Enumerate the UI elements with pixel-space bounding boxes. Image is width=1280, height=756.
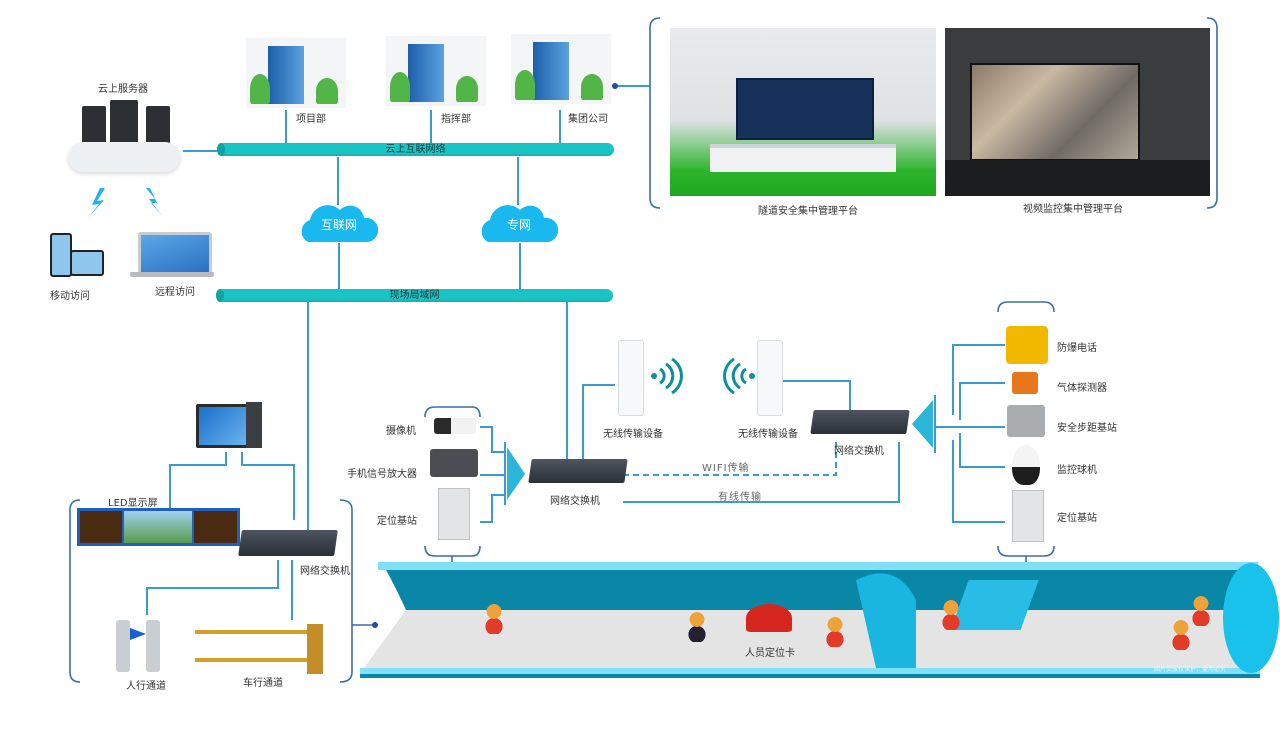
amplifier-label: 手机信号放大器 [347,469,417,480]
wireless-bridge-icon [618,340,644,416]
switch-label: 网络交换机 [300,566,350,577]
remote-access-label: 远程访问 [155,287,195,298]
pedestrian-gate-label: 人行通道 [126,681,166,692]
internet-cloud: 互联网 [294,202,384,246]
worker-icon [1192,596,1210,626]
cloud-servers-label: 云上服务器 [98,84,148,95]
worker-icon [485,604,503,634]
laptop-base [130,272,214,277]
device-label: 定位基站 [1057,513,1097,524]
merge-arrow-center [507,447,525,500]
wireless-device-label: 无线传输设备 [738,429,798,440]
site-lan-label: 现场局域网 [389,290,440,301]
device-label: 气体探测器 [1057,383,1107,394]
pedestrian-gate-icon [112,620,164,674]
mobile-access-label: 移动访问 [50,291,90,302]
positioning-station-label: 定位基站 [377,516,417,527]
office-building-icon [246,38,346,108]
safety-distance-station-icon [1007,405,1045,437]
tunnel-safety-platform-photo [670,28,936,196]
pc-tower-icon [246,402,262,448]
wifi-link-label: WIFI传输 [702,463,750,474]
device-label: 监控球机 [1057,465,1097,476]
helmet-positioning-card-icon [746,604,792,632]
camera-label: 摄像机 [386,426,416,437]
platform-label: 视频监控集中管理平台 [1023,204,1123,215]
device-label: 安全步距基站 [1057,423,1117,434]
watermark: 图片受版权保护，盗用必究 [1154,666,1227,673]
network-switch-icon [810,410,910,434]
office-building-icon [386,36,486,106]
explosion-proof-phone-icon [1006,326,1048,364]
personnel-card-label: 人员定位卡 [745,648,795,659]
led-screen-label: LED显示屏 [108,498,158,509]
office-building-icon [511,34,611,104]
private-net-cloud: 专网 [474,202,564,246]
device-label: 防爆电话 [1057,343,1097,354]
signal-amplifier-icon [430,449,478,477]
worker-icon [826,617,844,647]
network-switch-icon [528,459,628,483]
site-lan-pipe: 现场局域网 [216,289,613,302]
wireless-bridge-icon [757,340,783,416]
network-switch-icon [238,530,338,556]
worker-icon [942,600,960,630]
switch-label: 网络交换机 [834,446,884,457]
camera-icon [434,418,476,434]
led-screen-icon [77,508,240,546]
vehicle-gate-label: 车行通道 [243,678,283,689]
worker-icon [688,612,706,642]
tunnel-illustration [356,560,1280,678]
office-label: 指挥部 [441,114,471,125]
mobile-phone-icon [50,233,72,277]
positioning-station-icon [1012,490,1044,542]
cloud-interconnect-pipe: 云上互联网络 [217,143,614,156]
cloud-icon [68,142,180,172]
video-monitoring-platform-photo [945,28,1210,196]
office-label: 项目部 [296,114,326,125]
merge-arrow-right [912,400,933,448]
office-label: 集团公司 [568,114,608,125]
mobile-phone-icon [70,250,104,276]
laptop-icon [138,232,212,276]
cloud-servers-group: 云上服务器 [68,80,188,180]
positioning-station-icon [438,488,470,540]
wired-link-label: 有线传输 [718,492,762,503]
ptz-camera-icon [1012,445,1040,485]
platform-label: 隧道安全集中管理平台 [758,206,858,217]
desktop-pc-icon [196,404,250,448]
switch-label: 网络交换机 [550,496,600,507]
wireless-device-label: 无线传输设备 [603,429,663,440]
gas-detector-icon [1012,372,1038,394]
worker-icon [1172,620,1190,650]
cloud-interconnect-label: 云上互联网络 [385,144,446,155]
internet-label: 互联网 [320,218,357,232]
vehicle-gate-icon [195,624,323,674]
private-net-label: 专网 [506,218,531,232]
